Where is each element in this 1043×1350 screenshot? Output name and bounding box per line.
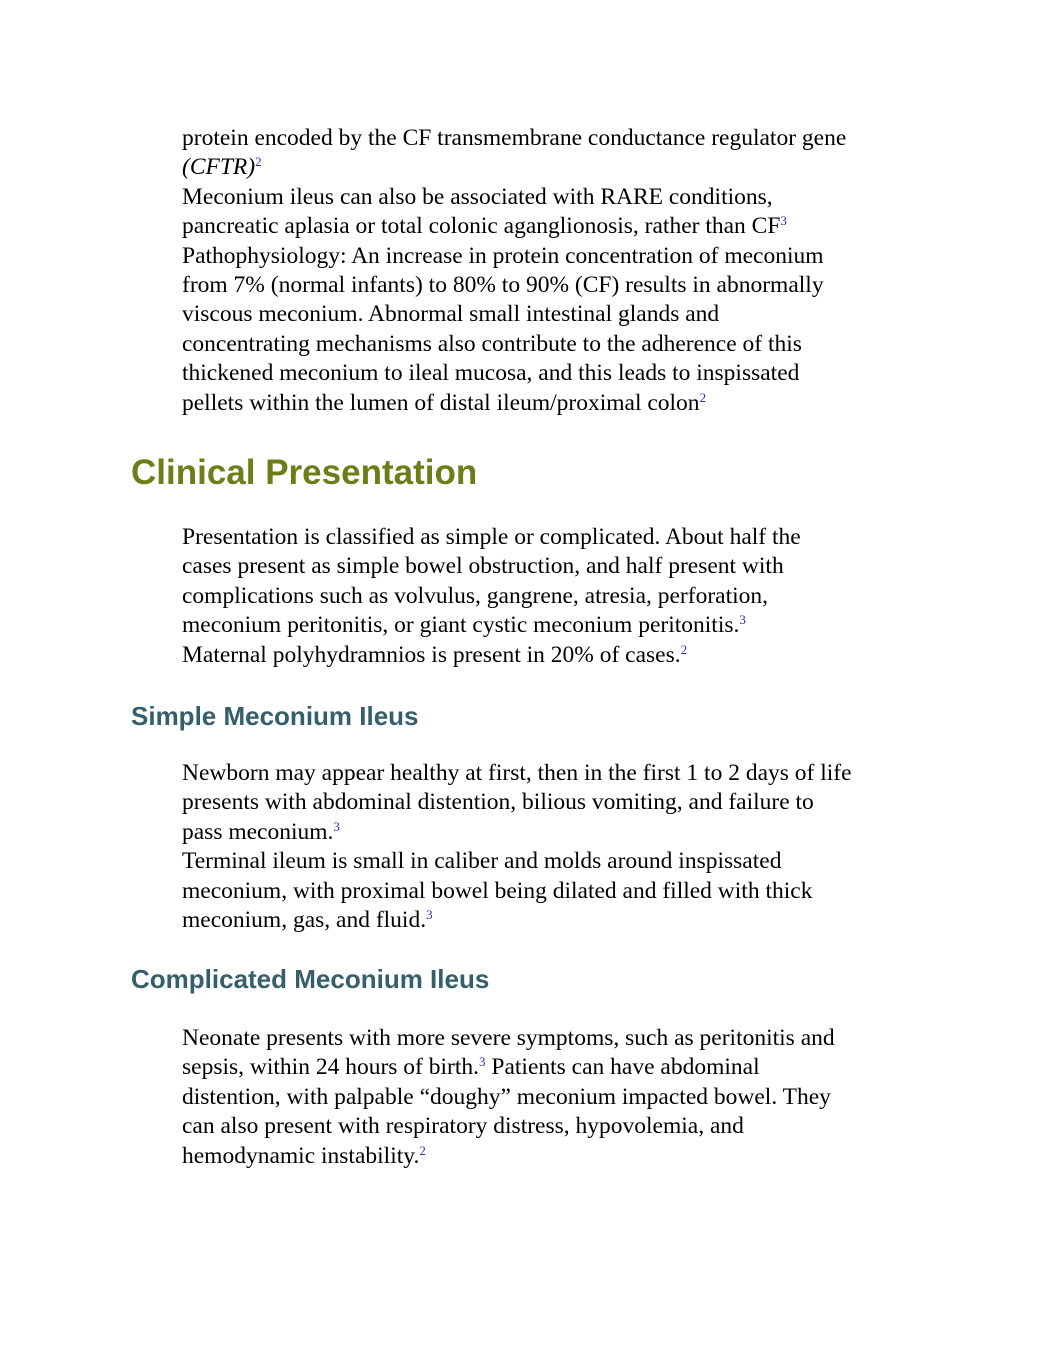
text-line: presents with abdominal distention, bili… [182, 789, 814, 816]
citation-ref: 2 [680, 641, 688, 657]
citation-ref: 3 [333, 818, 340, 834]
text-line: sepsis, within 24 hours of birth.3 Patie… [182, 1054, 760, 1081]
text-line: Pathophysiology: An increase in protein … [182, 242, 824, 269]
text-line: pellets within the lumen of distal ileum… [182, 389, 707, 416]
text-line: cases present as simple bowel obstructio… [182, 553, 784, 580]
clinical-paragraph: Presentation is classified as simple or … [182, 523, 922, 670]
text-line: Newborn may appear healthy at first, the… [182, 760, 852, 786]
text-line: pass meconium.3 [182, 818, 340, 845]
gene-name: (CFTR) [182, 154, 256, 181]
text-line: meconium, with proximal bowel being dila… [182, 877, 813, 904]
text-line: Neonate presents with more severe sympto… [182, 1025, 835, 1051]
simple-paragraph: Newborn may appear healthy at first, the… [182, 759, 922, 935]
complicated-meconium-ileus-heading: Complicated Meconium Ileus [131, 964, 490, 994]
citation-ref: 3 [479, 1054, 486, 1070]
text-line: Presentation is classified as simple or … [182, 524, 801, 550]
simple-meconium-ileus-heading: Simple Meconium Ileus [131, 701, 419, 731]
citation-ref: 3 [739, 612, 746, 628]
text-line: from 7% (normal infants) to 80% to 90% (… [182, 272, 824, 299]
citation-ref: 2 [699, 389, 707, 405]
text-line: distention, with palpable “doughy” mecon… [182, 1083, 831, 1110]
citation-ref: 2 [419, 1142, 426, 1158]
citation-ref: 2 [255, 154, 262, 170]
text-line: Terminal ileum is small in caliber and m… [182, 848, 782, 875]
text-line: viscous meconium. Abnormal small intesti… [182, 301, 720, 328]
text-line: can also present with respiratory distre… [182, 1113, 744, 1140]
text-line: hemodynamic instability.2 [182, 1142, 426, 1169]
text-line: (CFTR)2 [182, 153, 922, 182]
citation-ref: 3 [426, 907, 433, 923]
text-line: Meconium ileus can also be associated wi… [182, 183, 773, 210]
text-line: Maternal polyhydramnios is present in 20… [182, 641, 688, 668]
text-line: pancreatic aplasia or total colonic agan… [182, 213, 787, 240]
complicated-paragraph: Neonate presents with more severe sympto… [182, 1024, 922, 1171]
text-line: complications such as volvulus, gangrene… [182, 582, 769, 609]
citation-ref: 3 [780, 213, 787, 229]
intro-paragraph: protein encoded by the CF transmembrane … [182, 124, 922, 418]
text-line: thickened meconium to ileal mucosa, and … [182, 360, 800, 387]
text-line: meconium, gas, and fluid.3 [182, 907, 433, 934]
text-line: meconium peritonitis, or giant cystic me… [182, 612, 746, 639]
clinical-presentation-heading: Clinical Presentation [131, 453, 478, 492]
text-line: concentrating mechanisms also contribute… [182, 330, 802, 357]
text-line: protein encoded by the CF transmembrane … [182, 125, 847, 151]
